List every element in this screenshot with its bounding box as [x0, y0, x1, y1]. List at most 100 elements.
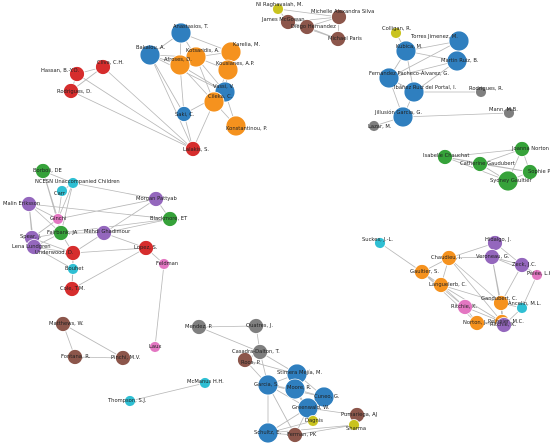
- node-label-blackmore: Blackmore, ET: [150, 216, 188, 222]
- node-konstantinou[interactable]: [225, 115, 247, 137]
- node-schultz[interactable]: [257, 422, 279, 444]
- node-feldman[interactable]: [158, 258, 170, 270]
- node-ncesn[interactable]: [67, 177, 79, 189]
- node-quatres[interactable]: [248, 318, 264, 334]
- node-joanna[interactable]: [514, 141, 530, 157]
- node-bakalou[interactable]: [139, 44, 161, 66]
- node-mcgowan[interactable]: [280, 14, 296, 30]
- node-label-fernandez: Fernández Pacheco-Álvarez, G.: [369, 70, 449, 77]
- node-dagnis[interactable]: [307, 415, 319, 427]
- node-paris[interactable]: [330, 31, 346, 47]
- node-colligan[interactable]: [390, 27, 402, 39]
- node-isabelle[interactable]: [437, 149, 453, 165]
- node-label-gandubert: Gandubert, C.: [481, 296, 518, 302]
- node-label-roos: Roos, P.: [241, 360, 261, 366]
- node-ritchie[interactable]: [457, 299, 473, 315]
- node-label-hidalgo: Hidalgo, J.: [485, 237, 512, 243]
- node-mann[interactable]: [503, 107, 515, 119]
- node-matthews[interactable]: [55, 316, 71, 332]
- node-laux[interactable]: [149, 341, 161, 353]
- node-label-laux: Laux: [149, 344, 161, 350]
- node-hernandez[interactable]: [299, 19, 315, 35]
- edge-martin-fernandez: [388, 60, 458, 79]
- edge-borboli-ginchi: [42, 170, 59, 220]
- node-ritchie2[interactable]: [496, 317, 512, 333]
- node-mendez[interactable]: [191, 319, 207, 335]
- node-label-borboli: Borboli, DE: [33, 168, 62, 174]
- node-label-cuneo: Cuneo, G.: [314, 394, 340, 400]
- node-sophie[interactable]: [522, 164, 538, 180]
- node-languelerb[interactable]: [433, 277, 449, 293]
- node-zeck[interactable]: [514, 257, 530, 273]
- edge-bakalou-lalakis: [149, 54, 194, 150]
- node-cileka[interactable]: [203, 91, 225, 113]
- node-mcmanus[interactable]: [199, 377, 211, 389]
- node-ruiz[interactable]: [403, 81, 425, 103]
- node-gaultier[interactable]: [414, 264, 430, 280]
- node-veroneau[interactable]: [484, 249, 500, 265]
- node-blackmore[interactable]: [162, 211, 178, 227]
- node-label-garcia: Garcia, S.: [254, 382, 279, 388]
- node-silva[interactable]: [331, 9, 347, 25]
- edge-suckes-gaultier: [379, 242, 423, 273]
- node-roos[interactable]: [237, 352, 253, 368]
- node-sharma[interactable]: [348, 419, 360, 431]
- node-sydney[interactable]: [497, 170, 519, 192]
- node-ancelin[interactable]: [516, 302, 528, 314]
- node-malin[interactable]: [21, 196, 37, 212]
- edge-malin-blackmore: [28, 203, 171, 220]
- node-cliva[interactable]: [95, 59, 111, 75]
- node-label-ncesn: NCESN Unaccompanied Children: [35, 179, 120, 185]
- node-jillusion[interactable]: [392, 106, 414, 128]
- node-lazar[interactable]: [368, 120, 380, 132]
- edge-isabelle-joanna: [444, 148, 523, 158]
- node-underwood[interactable]: [65, 245, 81, 261]
- edge-matthews-pinchi: [62, 323, 124, 359]
- node-label-ferman: Ferman, PK: [287, 432, 317, 438]
- node-casadra[interactable]: [252, 344, 268, 360]
- node-label-thompson: Thompson, S.J.: [107, 398, 147, 404]
- node-ferman[interactable]: [287, 427, 303, 443]
- node-carr[interactable]: [56, 185, 68, 197]
- node-gandubert[interactable]: [493, 295, 509, 311]
- edge-jillusion-mann: [402, 112, 510, 118]
- node-kousianes[interactable]: [217, 59, 239, 81]
- node-thompson[interactable]: [124, 395, 136, 407]
- node-cuneo[interactable]: [313, 386, 335, 408]
- node-rodrigues2[interactable]: [475, 86, 487, 98]
- node-hassan[interactable]: [69, 66, 85, 82]
- node-label-konstantinou: Konstantinou, P.: [226, 126, 268, 132]
- node-borboli[interactable]: [35, 163, 51, 179]
- node-lena[interactable]: [26, 239, 42, 255]
- node-afroses[interactable]: [169, 54, 191, 76]
- node-lalakis[interactable]: [185, 141, 201, 157]
- node-fernandez[interactable]: [378, 67, 400, 89]
- node-fairbank[interactable]: [53, 225, 69, 241]
- node-norton2[interactable]: [469, 315, 485, 331]
- node-bouhet[interactable]: [67, 263, 79, 275]
- edge-hassan-lalakis: [76, 73, 194, 150]
- node-kubica[interactable]: [395, 40, 417, 62]
- node-fontana[interactable]: [67, 349, 83, 365]
- node-moore[interactable]: [284, 378, 306, 400]
- node-pelee[interactable]: [531, 269, 543, 281]
- node-morgan[interactable]: [148, 191, 164, 207]
- node-label-rodrigues: Rodrigues, D.: [57, 89, 92, 95]
- edge-gaultier-norton2: [421, 271, 478, 324]
- node-rodrigues[interactable]: [63, 83, 79, 99]
- node-ginchi[interactable]: [52, 213, 64, 225]
- node-garcia[interactable]: [257, 374, 279, 396]
- node-pinchi[interactable]: [115, 350, 131, 366]
- node-saki[interactable]: [176, 106, 192, 122]
- node-cole[interactable]: [64, 281, 80, 297]
- node-label-karelia: Karelia, M.: [233, 42, 261, 48]
- node-suckes[interactable]: [374, 237, 386, 249]
- node-raghavaiah[interactable]: [272, 3, 284, 15]
- node-ghadimi[interactable]: [96, 225, 112, 241]
- node-gaudubert[interactable]: [472, 156, 488, 172]
- node-martin[interactable]: [446, 50, 468, 72]
- node-label-sydney: Sydney Gaultier: [490, 178, 532, 184]
- node-anastasios[interactable]: [170, 22, 192, 44]
- node-lopez[interactable]: [138, 240, 154, 256]
- node-chaudieu[interactable]: [441, 250, 457, 266]
